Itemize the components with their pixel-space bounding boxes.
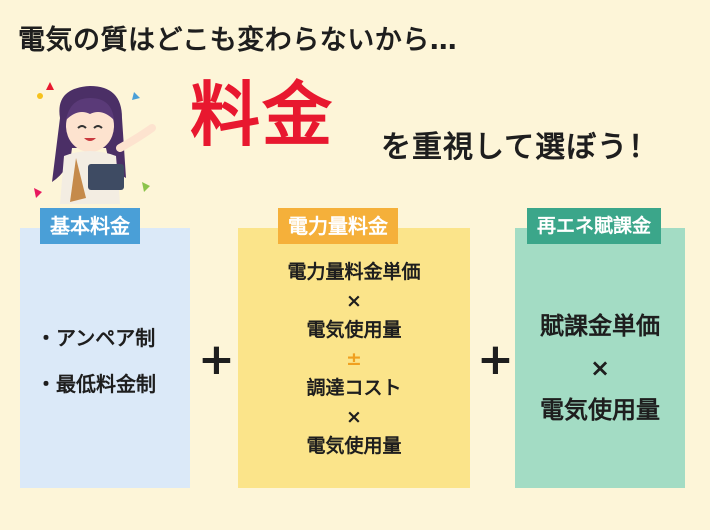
multiply-sign: × [346, 406, 362, 428]
energy-fee-formula: 電力量料金単価 × 電気使用量 ± 調達コスト × 電気使用量 [238, 258, 470, 461]
basic-fee-list: ・アンペア制 ・最低料金制 [36, 322, 156, 414]
renewable-levy-tag: 再エネ賦課金 [527, 208, 662, 244]
big-word: 料金 [190, 74, 334, 156]
sub-word: を重視して選ぼう！ [381, 130, 660, 165]
headline: 電気の質はどこも変わらないから… [18, 25, 458, 56]
list-item: ・最低料金制 [36, 372, 156, 396]
formula-line: 賦課金単価 [540, 312, 660, 340]
formula-line: 電力量料金単価 [287, 261, 421, 283]
plus-sign: + [477, 334, 514, 385]
multiply-sign: × [589, 354, 611, 382]
plus-minus-sign: ± [346, 348, 362, 370]
card-renewable-levy [515, 228, 685, 488]
formula-line: 電気使用量 [540, 396, 660, 424]
basic-fee-tag: 基本料金 [40, 208, 140, 244]
girl-with-laptop-illustration [34, 82, 156, 204]
renewable-levy-formula: 賦課金単価 × 電気使用量 [515, 305, 685, 431]
formula-line: 調達コスト [306, 377, 402, 399]
card-basic-fee [20, 228, 190, 488]
formula-line: 電気使用量 [306, 435, 402, 457]
plus-sign: + [198, 334, 235, 385]
list-item: ・アンペア制 [36, 326, 156, 350]
formula-line: 電気使用量 [306, 319, 402, 341]
card-energy-fee [238, 228, 470, 488]
multiply-sign: × [346, 290, 362, 312]
energy-fee-tag: 電力量料金 [278, 208, 398, 244]
